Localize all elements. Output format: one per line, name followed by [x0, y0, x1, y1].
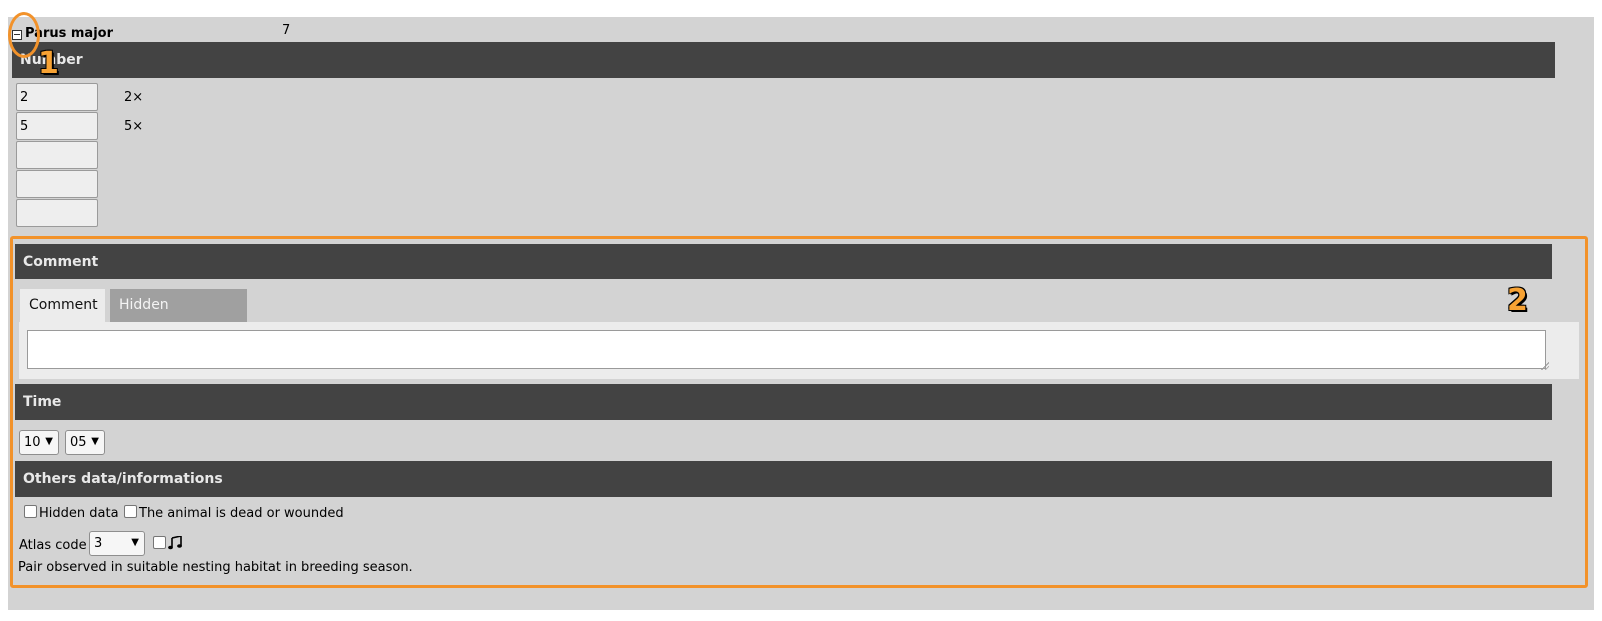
atlas-code-description: Pair observed in suitable nesting habita…: [18, 560, 413, 575]
number-input-2[interactable]: [16, 112, 98, 140]
annotation-circle: [8, 12, 40, 58]
atlas-code-label: Atlas code: [19, 538, 87, 553]
resize-grip-icon[interactable]: [1540, 361, 1549, 370]
hour-value: 10: [24, 435, 41, 450]
dead-wounded-checkbox[interactable]: [124, 505, 137, 518]
number-header: Number: [12, 42, 1555, 78]
dead-wounded-label: The animal is dead or wounded: [139, 506, 344, 521]
comment-tabs: Comment Hidden comment: [19, 289, 1579, 379]
number-multiplier-2: 5×: [124, 119, 144, 134]
hour-select[interactable]: 10 ▼: [19, 430, 59, 455]
tab-hidden-comment[interactable]: Hidden comment: [110, 289, 247, 346]
highlight-box: [10, 236, 1588, 588]
annotation-badge-1: 1: [38, 46, 59, 81]
number-input-3[interactable]: [16, 141, 98, 169]
minute-value: 05: [70, 435, 87, 450]
minute-select[interactable]: 05 ▼: [65, 430, 105, 455]
comment-header: Comment: [15, 244, 1552, 279]
tabs-bar: [19, 289, 1579, 322]
atlas-code-select[interactable]: 3 ▼: [89, 531, 145, 556]
hidden-data-label: Hidden data: [39, 506, 119, 521]
chevron-down-icon: ▼: [131, 537, 139, 548]
chevron-down-icon: ▼: [45, 436, 53, 447]
number-input-4[interactable]: [16, 170, 98, 198]
hidden-data-checkbox[interactable]: [24, 505, 37, 518]
atlas-code-value: 3: [94, 536, 103, 551]
species-count: 7: [282, 23, 291, 38]
others-header: Others data/informations: [15, 461, 1552, 497]
music-note-icon: [168, 536, 182, 550]
annotation-badge-2: 2: [1507, 283, 1528, 318]
chevron-down-icon: ▼: [91, 436, 99, 447]
time-header: Time: [15, 384, 1552, 420]
song-checkbox[interactable]: [153, 536, 166, 549]
number-input-5[interactable]: [16, 199, 98, 227]
number-multiplier-1: 2×: [124, 90, 144, 105]
observation-panel: Parus major 7 Number 2× 5× Comment Comme…: [8, 12, 1594, 610]
number-input-1[interactable]: [16, 83, 98, 111]
comment-textarea[interactable]: [27, 330, 1546, 369]
tab-comment[interactable]: Comment: [20, 289, 105, 322]
species-name: Parus major: [25, 26, 113, 41]
